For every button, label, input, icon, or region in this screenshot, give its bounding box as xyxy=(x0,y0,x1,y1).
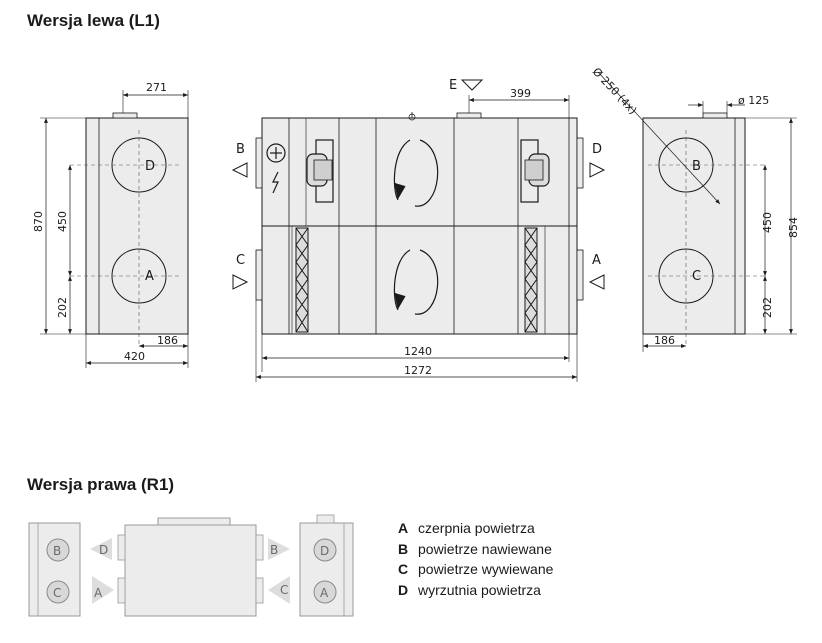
dim-left-duct: 186 xyxy=(157,334,178,347)
r1-front-label-d: D xyxy=(99,543,108,557)
front-label-a: A xyxy=(592,253,601,268)
r1-front-label-a: A xyxy=(94,586,103,600)
r1-right-label-a: A xyxy=(320,586,329,600)
left-version-title: Wersja lewa (L1) xyxy=(27,11,160,30)
right-label-b: B xyxy=(692,159,701,174)
r1-left-label-b: B xyxy=(53,544,61,558)
r1-front-label-c: C xyxy=(280,583,288,597)
dim-right-duct: 186 xyxy=(654,334,675,347)
legend-text: wyrzutnia powietrza xyxy=(418,581,541,598)
r1-right-side: D A xyxy=(299,514,354,617)
plus-icon xyxy=(266,143,286,163)
dim-right-port-diameter: Ø 250 (4x) xyxy=(590,65,640,117)
dim-left-height: 870 xyxy=(32,211,45,232)
dim-left-bottom: 202 xyxy=(56,297,69,318)
dim-left-spacing: 450 xyxy=(56,211,69,232)
r1-front-label-b: B xyxy=(270,543,278,557)
dim-right-bottom: 202 xyxy=(761,297,774,318)
arrow-d-right xyxy=(589,162,606,178)
label-condensate: E xyxy=(449,78,457,93)
left-label-a: A xyxy=(145,269,154,284)
dim-left-top: 271 xyxy=(146,81,167,94)
fan-right xyxy=(520,139,550,203)
arrow-b-left xyxy=(231,162,248,178)
fan-left xyxy=(306,139,334,203)
dim-right-height: 854 xyxy=(787,217,800,238)
front-label-d: D xyxy=(592,142,602,157)
filter-left xyxy=(295,227,309,333)
right-version-title: Wersja prawa (R1) xyxy=(27,475,175,494)
filter-right xyxy=(524,227,538,333)
right-label-c: C xyxy=(692,269,701,284)
r1-front: D A B C xyxy=(90,517,290,617)
legend-key: A xyxy=(398,520,409,536)
dim-front-outer: 1272 xyxy=(404,364,432,377)
legend-text: powietrze nawiewane xyxy=(418,540,552,557)
rotation-lower-icon xyxy=(393,249,439,315)
dim-front-inner: 1240 xyxy=(404,345,432,358)
dim-left-width: 420 xyxy=(124,350,145,363)
left-label-d: D xyxy=(145,159,155,174)
front-label-b: B xyxy=(236,142,245,157)
r1-left-label-c: C xyxy=(53,586,61,600)
right-side-view: B C Ø 250 (4x) ø 125 450 202 854 186 xyxy=(590,65,800,352)
dim-right-spacing: 450 xyxy=(761,212,774,233)
r1-left-side: B C xyxy=(28,522,81,617)
rotation-upper-icon xyxy=(393,139,439,207)
dim-right-spigot: ø 125 xyxy=(738,94,769,107)
arrow-c-left xyxy=(232,274,249,290)
lightning-icon xyxy=(272,171,279,194)
legend-text: powietrze wywiewane xyxy=(418,561,554,577)
condensate-triangle xyxy=(460,79,484,91)
arrow-a-right xyxy=(588,274,605,290)
front-view: B C D A E 399 1240 1272 xyxy=(231,78,606,382)
legend-key: D xyxy=(398,581,409,598)
front-label-c: C xyxy=(236,253,245,268)
legend-key: C xyxy=(398,561,409,577)
dim-front-offset: 399 xyxy=(510,87,531,100)
legend-text: czerpnia powietrza xyxy=(418,520,535,536)
legend-key: B xyxy=(398,540,409,557)
r1-right-label-d: D xyxy=(320,544,329,558)
left-side-view: D A 271 870 450 202 186 420 xyxy=(32,81,189,368)
